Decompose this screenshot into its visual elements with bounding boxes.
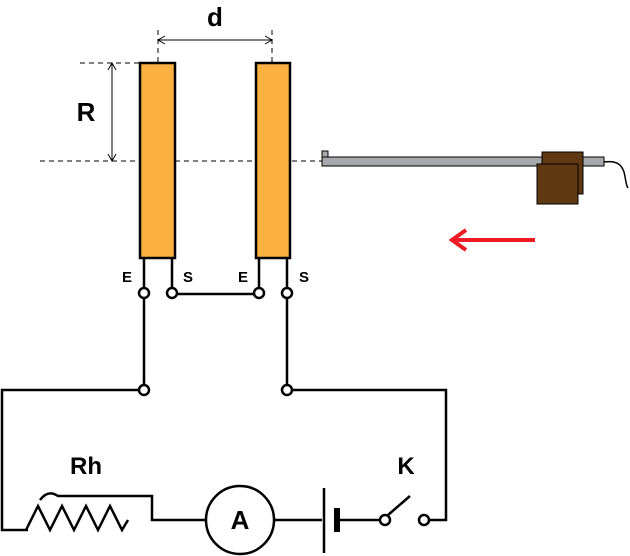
ammeter-icon: A — [204, 484, 276, 556]
dimension-d: d — [156, 2, 274, 66]
terminals — [137, 286, 294, 397]
arrow-left-icon — [448, 228, 535, 252]
outer-right-wire — [287, 388, 448, 522]
label-left-e: E — [122, 269, 132, 286]
label-rh: Rh — [70, 453, 102, 480]
label-ammeter: A — [231, 505, 250, 535]
electrode-right — [254, 61, 292, 260]
label-right-s: S — [299, 269, 309, 286]
rheostat-icon — [24, 492, 206, 533]
label-k: K — [397, 453, 415, 480]
label-d: d — [207, 2, 223, 32]
probe-assembly — [321, 150, 629, 205]
battery-icon — [322, 488, 340, 553]
electrode-leads — [142, 258, 289, 290]
probe-block-front — [536, 163, 579, 205]
probe-cable — [603, 160, 629, 189]
switch-icon — [378, 495, 431, 527]
label-left-s: S — [183, 269, 193, 286]
electrode-left — [138, 61, 177, 260]
label-r: R — [77, 97, 96, 127]
label-right-e: E — [238, 269, 248, 286]
outer-left-wire — [0, 388, 144, 532]
